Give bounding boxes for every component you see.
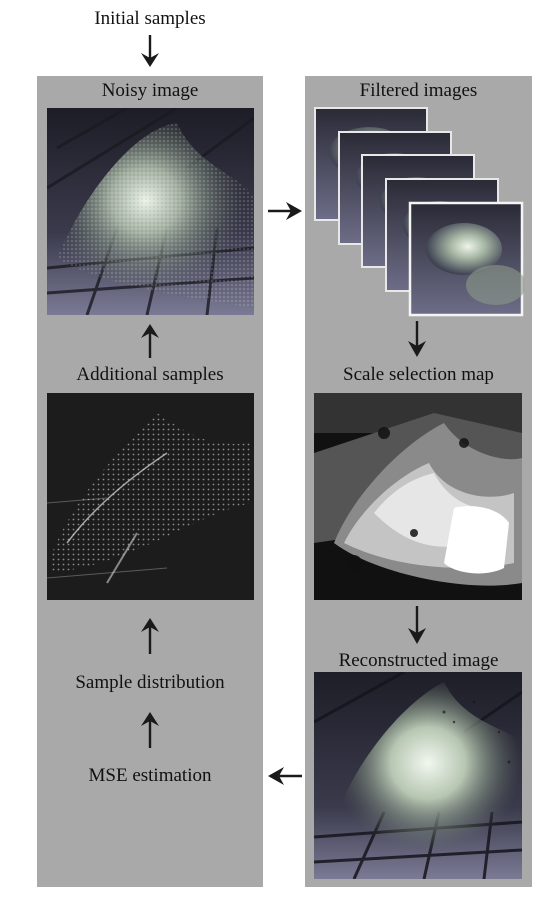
- down-arrow-icon: [141, 35, 159, 67]
- mse-estimation-label: MSE estimation: [88, 765, 212, 786]
- up-arrow-icon: [141, 712, 159, 748]
- down-arrow-icon: [408, 606, 426, 644]
- right-arrow-icon: [268, 202, 302, 220]
- noisy-image-label: Noisy image: [101, 80, 199, 101]
- additional-samples-image: [47, 393, 254, 600]
- down-arrow-icon: [408, 321, 426, 357]
- scale-selection-map-label: Scale selection map: [343, 364, 494, 385]
- up-arrow-icon: [141, 618, 159, 654]
- filtered-image-5: [408, 201, 524, 317]
- initial-samples-label: Initial samples: [94, 8, 206, 29]
- reconstructed-image: [314, 672, 522, 879]
- additional-samples-label: Additional samples: [76, 364, 224, 385]
- scale-selection-map-image: [314, 393, 522, 600]
- sample-distribution-label: Sample distribution: [75, 672, 225, 693]
- reconstructed-image-label: Reconstructed image: [338, 650, 499, 671]
- filtered-images-label: Filtered images: [359, 80, 478, 101]
- filtered-images-stack: [314, 107, 524, 317]
- up-arrow-icon: [141, 324, 159, 358]
- left-arrow-icon: [268, 767, 302, 785]
- noisy-image: [47, 108, 254, 315]
